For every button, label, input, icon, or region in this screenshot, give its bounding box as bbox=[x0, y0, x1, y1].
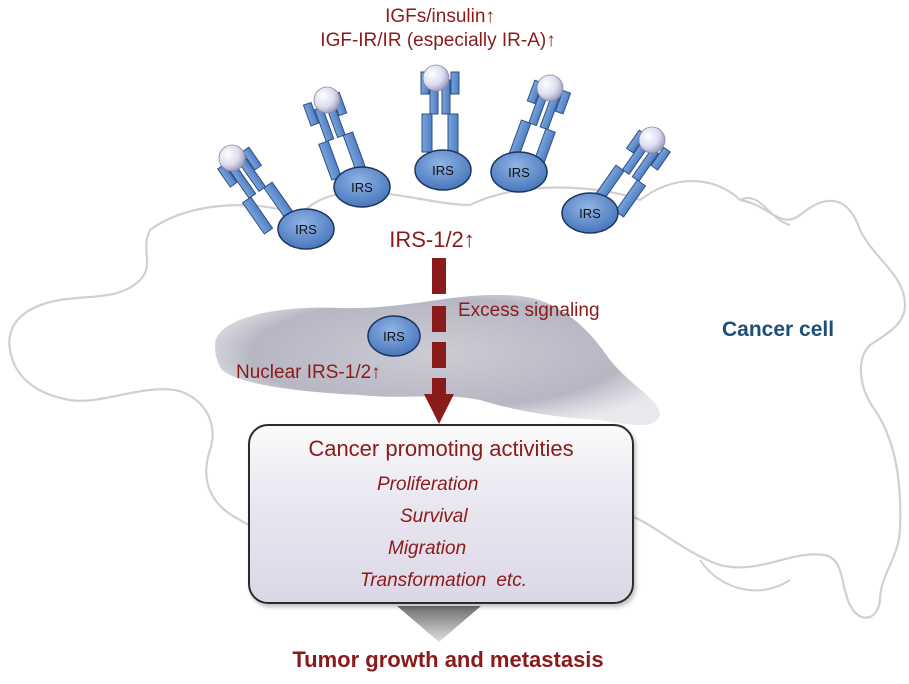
activity-item: Migration bbox=[388, 538, 467, 559]
irs-node-3 bbox=[414, 149, 472, 191]
ligand-ball-5 bbox=[638, 126, 666, 154]
activity-item: Survival bbox=[400, 506, 468, 527]
arrow-head bbox=[424, 394, 454, 424]
ligand-ball-2 bbox=[313, 86, 341, 114]
irs-node-2-label: IRS bbox=[351, 180, 373, 195]
receptor-label: IGF-IR/IR (especially IR-A)↑ bbox=[320, 30, 556, 51]
ligand-label: IGFs/insulin↑ bbox=[385, 6, 495, 27]
irs-level-label: IRS-1/2↑ bbox=[389, 227, 475, 252]
irs-node-1-label: IRS bbox=[295, 222, 317, 237]
nuclear-irs-node-label: IRS bbox=[383, 329, 405, 344]
ligand-ball-3 bbox=[422, 64, 450, 92]
cancer-cell-outline bbox=[8, 179, 907, 619]
irs-node-5 bbox=[561, 192, 619, 234]
nuclear-irs-node bbox=[367, 315, 421, 357]
arrow-dash-2 bbox=[432, 306, 446, 332]
cancer-cell-protrusion bbox=[699, 197, 791, 592]
excess-signaling-label: Excess signaling bbox=[458, 300, 600, 321]
irs-node-2 bbox=[333, 166, 391, 208]
activities-title: Cancer promoting activities bbox=[308, 436, 574, 461]
signaling-arrow bbox=[424, 258, 454, 424]
activity-item-row: Transformation etc. bbox=[360, 570, 527, 592]
ligand-ball-4 bbox=[536, 74, 564, 102]
arrow-dash-1 bbox=[432, 258, 446, 294]
outcome-label: Tumor growth and metastasis bbox=[292, 647, 604, 672]
arrow-dash-3 bbox=[432, 342, 446, 368]
irs-node-4 bbox=[490, 151, 548, 193]
nuclear-irs-label: Nuclear IRS-1/2↑ bbox=[236, 362, 381, 383]
ligand-ball-1 bbox=[218, 144, 246, 172]
cancer-activities-box: Cancer promoting activities Proliferatio… bbox=[248, 424, 634, 604]
outcome-triangle bbox=[397, 606, 481, 642]
activity-item: Transformation bbox=[360, 570, 487, 591]
activity-suffix: etc. bbox=[496, 570, 527, 591]
activity-item: Proliferation bbox=[377, 474, 479, 495]
irs-node-3-label: IRS bbox=[432, 163, 454, 178]
arrow-dash-4 bbox=[432, 378, 446, 396]
irs-node-5-label: IRS bbox=[579, 206, 601, 221]
irs-node-4-label: IRS bbox=[508, 165, 530, 180]
cancer-cell-label: Cancer cell bbox=[722, 318, 835, 341]
irs-node-1 bbox=[277, 208, 335, 250]
